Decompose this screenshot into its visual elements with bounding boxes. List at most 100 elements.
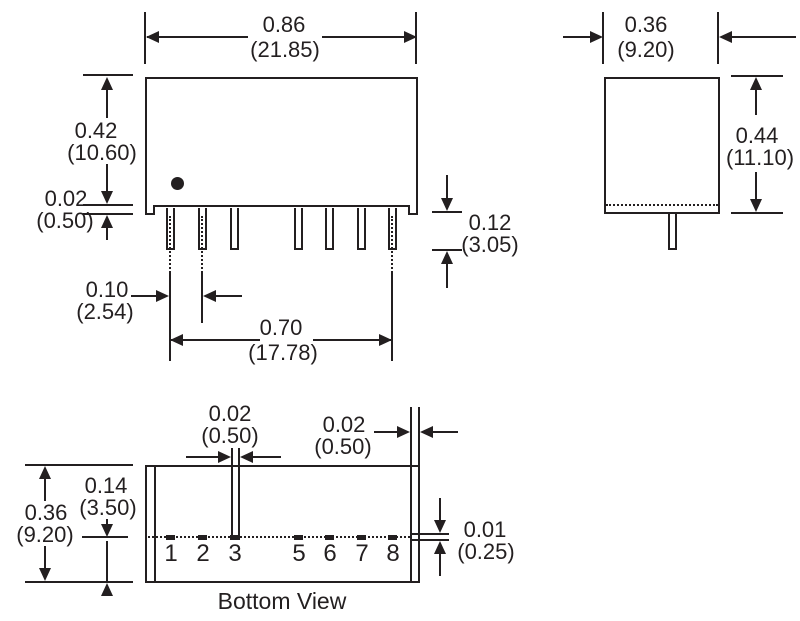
dim-line xyxy=(216,295,242,297)
arrowhead xyxy=(240,451,253,463)
dim-line xyxy=(253,456,281,458)
dim-line xyxy=(563,36,590,38)
arrowhead xyxy=(101,77,113,90)
dim-line xyxy=(732,36,796,38)
dim-bottom-depth-in: 0.36 xyxy=(24,500,68,525)
front-standoff-foot-right xyxy=(408,205,418,215)
dim-edge-margin-mm: (0.50) xyxy=(314,434,372,459)
front-standoff-foot-left xyxy=(145,205,155,215)
arrowhead xyxy=(39,568,51,581)
arrowhead xyxy=(420,426,433,438)
arrowhead xyxy=(441,198,453,211)
dim-line xyxy=(171,339,260,341)
arrowhead xyxy=(434,520,446,533)
pin-number-7: 7 xyxy=(355,540,369,567)
dim-front-height-mm: (10.60) xyxy=(67,140,137,165)
pin-row-centerline xyxy=(148,536,410,538)
extension-tick xyxy=(432,249,462,251)
pin8-tab-line xyxy=(411,539,449,541)
extension-line xyxy=(717,12,719,64)
pin-number-5: 5 xyxy=(292,540,306,567)
side-baseplate-hidden-line xyxy=(606,204,718,206)
dim-pin-width-in: 0.02 xyxy=(208,401,252,426)
front-body-outline xyxy=(145,77,418,207)
bottom-pin-pad-1 xyxy=(166,535,175,540)
dim-line xyxy=(106,541,108,581)
dim-pin-pitch-mm: (2.54) xyxy=(76,299,134,324)
pin-number-3: 3 xyxy=(228,540,242,567)
dim-pin-span-mm: (17.78) xyxy=(248,340,318,365)
extension-tick xyxy=(25,464,133,466)
pin3-width-line xyxy=(231,448,233,540)
arrowhead xyxy=(379,334,392,346)
dim-side-depth-in: 0.36 xyxy=(624,12,668,37)
extension-line xyxy=(418,407,420,465)
centerline xyxy=(201,216,203,273)
extension-line xyxy=(201,273,203,323)
bottom-pin-pad-5 xyxy=(294,535,303,540)
arrowhead xyxy=(146,31,159,43)
dim-pin-width-mm: (0.50) xyxy=(201,423,259,448)
dim-front-standoff-in: 0.02 xyxy=(44,186,88,211)
bottom-pin-pad-2 xyxy=(198,535,207,540)
arrowhead xyxy=(750,77,762,90)
front-pin-5 xyxy=(294,208,303,250)
dim-pin-offset-mm: (3.50) xyxy=(79,495,137,520)
dim-line xyxy=(755,90,757,115)
dim-side-height-mm: (11.10) xyxy=(725,145,795,170)
dim-pin-offset-in: 0.14 xyxy=(84,473,128,498)
dim-line xyxy=(446,175,448,198)
dim-line xyxy=(433,431,458,433)
bottom-view-caption: Bottom View xyxy=(217,588,347,614)
arrowhead xyxy=(101,191,113,204)
dim-line xyxy=(106,90,108,118)
dim-line xyxy=(374,431,397,433)
extension-line xyxy=(410,407,412,465)
dim-front-height-in: 0.42 xyxy=(74,118,118,143)
dim-side-depth-mm: (9.20) xyxy=(617,37,675,62)
extension-tick xyxy=(25,581,133,583)
arrowhead xyxy=(750,199,762,212)
bottom-inner-wall-right xyxy=(410,467,412,581)
extension-tick xyxy=(83,204,133,206)
extension-tick xyxy=(82,536,128,538)
arrowhead xyxy=(404,31,417,43)
extension-tick xyxy=(731,212,783,214)
dim-line xyxy=(322,36,416,38)
dim-edge-margin-in: 0.02 xyxy=(322,412,366,437)
dim-pin-thickness-mm: (0.25) xyxy=(457,539,515,564)
arrowhead xyxy=(434,541,446,554)
extension-tick xyxy=(432,211,462,213)
pin-number-1: 1 xyxy=(164,540,178,567)
centerline xyxy=(391,216,393,273)
arrowhead xyxy=(719,31,732,43)
dim-line xyxy=(755,172,757,199)
arrowhead xyxy=(156,290,169,302)
arrowhead xyxy=(101,583,113,596)
arrowhead xyxy=(39,466,51,479)
extension-line xyxy=(602,12,604,64)
front-pin-6 xyxy=(325,208,334,250)
arrowhead xyxy=(397,426,410,438)
pin1-indicator-dot xyxy=(171,177,184,190)
extension-line xyxy=(391,273,393,361)
dim-line xyxy=(44,546,46,568)
dim-line xyxy=(439,498,441,520)
dim-front-standoff-mm: (0.50) xyxy=(36,208,94,233)
arrowhead xyxy=(590,31,603,43)
dim-pin-length-in: 0.12 xyxy=(468,210,512,235)
dim-pin-pitch-in: 0.10 xyxy=(85,277,129,302)
dim-pin-span-in: 0.70 xyxy=(259,315,303,340)
extension-tick xyxy=(83,74,133,76)
dim-line xyxy=(44,479,46,501)
pin8-tab-line xyxy=(411,533,449,535)
bottom-pin-pad-3 xyxy=(230,535,239,540)
dim-pin-length-mm: (3.05) xyxy=(461,232,519,257)
dim-line xyxy=(313,339,391,341)
arrowhead xyxy=(441,251,453,264)
bottom-inner-wall-left xyxy=(154,467,156,581)
arrowhead xyxy=(101,524,113,537)
dim-line xyxy=(439,554,441,576)
dim-front-width-mm: (21.85) xyxy=(250,37,320,62)
